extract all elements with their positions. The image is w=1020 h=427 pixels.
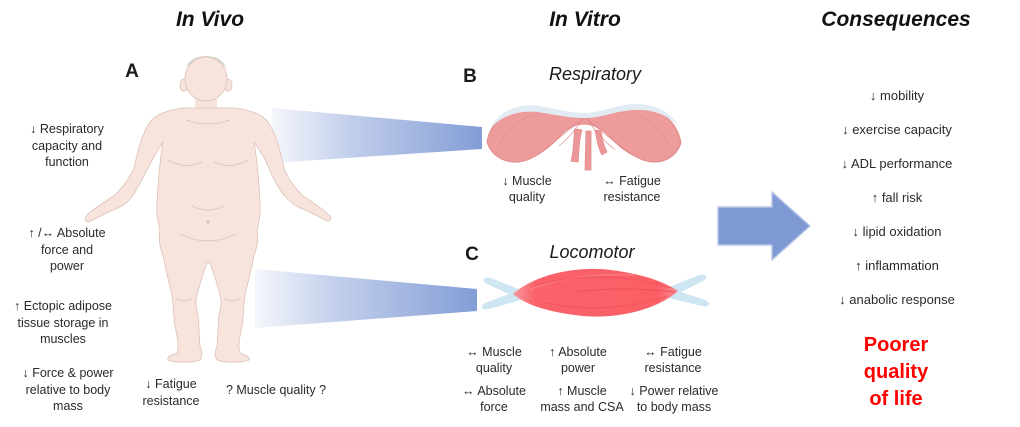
consequence-exercise-capacity: ↓ exercise capacity — [842, 122, 952, 137]
invivo-finding-absolute-force-power: ↑ /↔ Absolute force and power — [28, 226, 106, 273]
consequences-title: Consequences — [821, 8, 971, 31]
zoom-beam-upper-icon — [272, 108, 482, 163]
locomotor-finding-power-relative: ↓ Power relative to body mass — [629, 384, 719, 414]
locomotor-subtitle: Locomotor — [549, 242, 635, 262]
consequences-list: ↓ mobility ↓ exercise capacity ↓ ADL per… — [839, 88, 955, 308]
locomotor-finding-fatigue-resistance: ↔ Fatigue resistance — [644, 345, 702, 375]
locomotor-finding-muscle-quality: ↔ Muscle quality — [466, 345, 522, 375]
human-body-illustration — [84, 56, 332, 363]
in-vivo-title: In Vivo — [175, 8, 245, 31]
invivo-finding-fatigue-resistance: ↓ Fatigue resistance — [142, 377, 200, 408]
respiratory-muscle-illustration — [486, 104, 682, 171]
invivo-finding-ectopic-adipose: ↑ Ectopic adipose tissue storage in musc… — [14, 299, 112, 346]
quality-of-life-summary: Poorer quality of life — [863, 334, 929, 410]
respiratory-finding-fatigue-resistance: ↔ Fatigue resistance — [603, 174, 661, 204]
consequence-mobility: ↓ mobility — [869, 88, 925, 103]
respiratory-subtitle: Respiratory — [548, 64, 642, 84]
panel-label-c: C — [465, 244, 479, 265]
consequence-inflammation: ↑ inflammation — [855, 258, 939, 273]
in-vitro-title: In Vitro — [549, 8, 621, 31]
zoom-beam-lower-icon — [255, 269, 477, 328]
respiratory-finding-muscle-quality: ↓ Muscle quality — [502, 174, 552, 204]
locomotor-finding-absolute-force: ↔ Absolute force — [462, 384, 526, 414]
consequence-anabolic-response: ↓ anabolic response — [839, 292, 955, 307]
locomotor-finding-absolute-power: ↑ Absolute power — [549, 345, 607, 375]
locomotor-muscle-illustration — [481, 268, 709, 317]
flow-arrow-icon — [717, 191, 811, 261]
locomotor-finding-muscle-mass-csa: ↑ Muscle mass and CSA — [540, 384, 624, 414]
consequence-fall-risk: ↑ fall risk — [871, 190, 923, 205]
consequence-adl-performance: ↓ ADL performance — [841, 156, 953, 171]
invivo-finding-muscle-quality: ? Muscle quality ? — [225, 383, 327, 397]
panel-label-a: A — [125, 61, 139, 82]
invivo-finding-force-power-relative: ↓ Force & power relative to body mass — [22, 366, 114, 413]
panel-label-b: B — [463, 66, 477, 87]
consequence-lipid-oxidation: ↓ lipid oxidation — [852, 224, 942, 239]
invivo-finding-respiratory-capacity: ↓ Respiratory capacity and function — [30, 122, 104, 169]
